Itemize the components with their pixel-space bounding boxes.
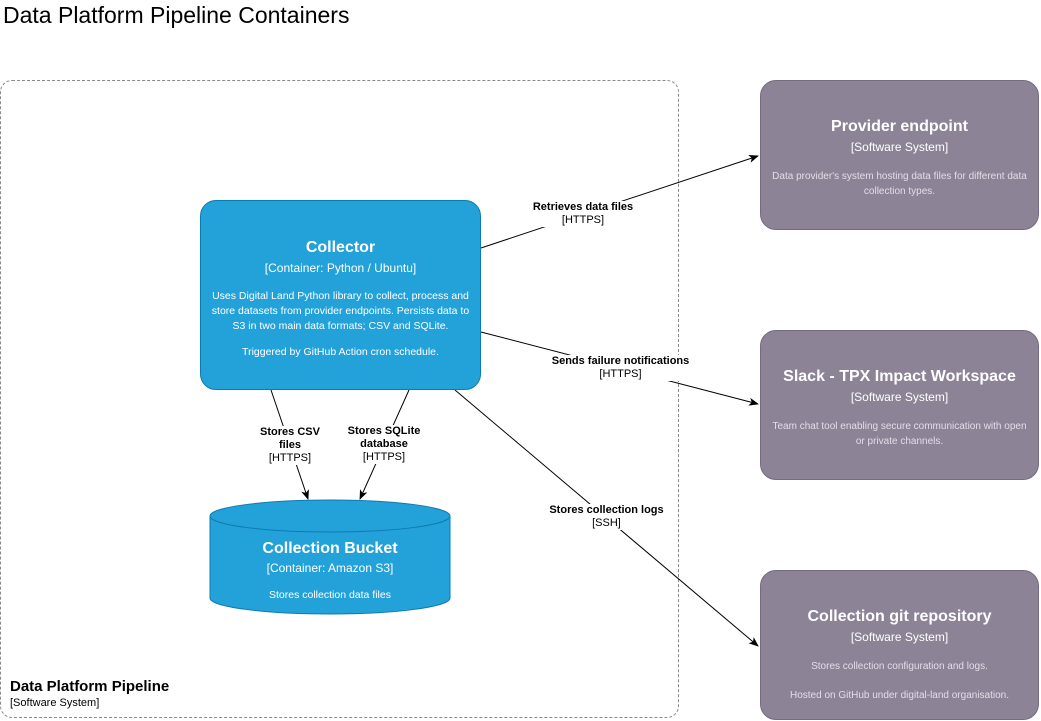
system-boundary: [0, 80, 679, 718]
collector-container[interactable]: Collector [Container: Python / Ubuntu] U…: [200, 200, 481, 390]
collector-type: [Container: Python / Ubuntu]: [264, 261, 417, 275]
gitrepo-description: Stores collection configuration and logs…: [811, 661, 988, 672]
gitrepo-note: Hosted on GitHub under digital-land orga…: [789, 690, 1010, 701]
label-csv-text-1: Stores CSV: [260, 426, 320, 438]
diagram-title: Data Platform Pipeline Containers: [3, 2, 350, 28]
gitrepo-type: [Software System]: [850, 630, 949, 644]
slack-workspace-system[interactable]: Slack - TPX Impact Workspace [Software S…: [760, 330, 1039, 480]
label-csv-tech: [HTTPS]: [268, 452, 312, 464]
bucket-type: [Container: Amazon S3]: [266, 561, 394, 575]
slack-name: Slack - TPX Impact Workspace: [783, 368, 1016, 385]
slack-description: Team chat tool enabling secure communica…: [772, 421, 1027, 447]
provider-endpoint-system[interactable]: Provider endpoint [Software System] Data…: [760, 80, 1039, 230]
label-retrieves: Retrieves data files [HTTPS]: [528, 201, 638, 227]
label-sqlite-text-2: database: [360, 438, 408, 450]
label-retrieves-tech: [HTTPS]: [561, 214, 605, 226]
gitrepo-name: Collection git repository: [807, 608, 992, 625]
label-logs: Stores collection logs [SSH]: [544, 504, 669, 530]
git-repository-system[interactable]: Collection git repository [Software Syst…: [760, 570, 1039, 720]
provider-name: Provider endpoint: [831, 118, 968, 135]
label-failure-tech: [HTTPS]: [599, 368, 642, 380]
label-csv-text-2: files: [278, 439, 301, 451]
bucket-cylinder[interactable]: [209, 499, 452, 617]
boundary-name: Data Platform Pipeline: [10, 678, 170, 695]
label-sqlite-text-1: Stores SQLite: [347, 425, 421, 437]
label-sqlite-tech: [HTTPS]: [362, 451, 406, 463]
bucket-name: Collection Bucket: [262, 540, 398, 557]
provider-type: [Software System]: [850, 140, 949, 154]
slack-type: [Software System]: [850, 390, 949, 404]
label-failure-text: Sends failure notifications: [551, 355, 690, 367]
provider-description: Data provider's system hosting data file…: [772, 171, 1027, 197]
label-failure: Sends failure notifications [HTTPS]: [548, 355, 693, 381]
label-logs-text: Stores collection logs: [549, 504, 664, 516]
label-logs-tech: [SSH]: [592, 517, 621, 529]
bucket-label: Collection Bucket [Container: Amazon S3]…: [210, 540, 450, 601]
collector-note: Triggered by GitHub Action cron schedule…: [242, 346, 439, 358]
collector-description: Uses Digital Land Python library to coll…: [211, 290, 470, 332]
boundary-type: [Software System]: [10, 697, 100, 709]
label-retrieves-text: Retrieves data files: [532, 201, 634, 213]
bucket-description: Stores collection data files: [269, 589, 391, 601]
collector-name: Collector: [305, 239, 376, 256]
label-csv: Stores CSV files [HTTPS]: [252, 426, 328, 465]
label-sqlite: Stores SQLite database [HTTPS]: [340, 425, 428, 464]
